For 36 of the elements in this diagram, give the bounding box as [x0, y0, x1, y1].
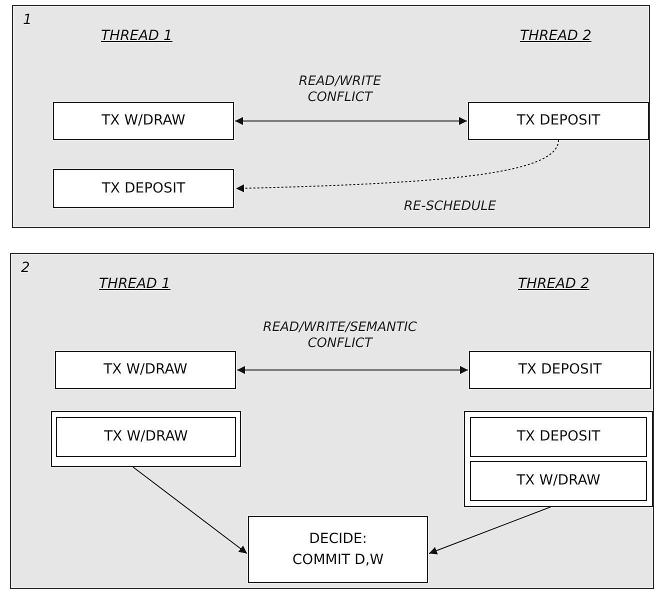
- box-label: TX DEPOSIT: [100, 179, 186, 198]
- thread-heading: THREAD 2: [518, 276, 590, 292]
- box-label: TX DEPOSIT: [516, 428, 602, 446]
- arrow: [234, 117, 468, 125]
- transaction-box: [470, 417, 647, 457]
- scenario-panel: [10, 253, 654, 589]
- group-box: [51, 411, 241, 467]
- transaction-box: [248, 516, 428, 583]
- box-label: TX W/DRAW: [102, 360, 188, 380]
- edge-label: RE-SCHEDULE: [402, 199, 498, 216]
- transaction-box: [55, 351, 236, 389]
- panel-number: 1: [23, 12, 32, 28]
- transaction-box: [469, 351, 651, 389]
- edge-label: READ/WRITE CONFLICT: [298, 74, 382, 106]
- box-label: TX W/DRAW: [103, 428, 189, 446]
- transaction-box: [470, 461, 647, 501]
- dotted-arrow: [236, 140, 559, 192]
- transaction-box: [468, 102, 649, 140]
- thread-heading: THREAD 1: [101, 28, 172, 44]
- panel-number: 2: [21, 260, 30, 276]
- thread-heading: THREAD 1: [99, 276, 170, 292]
- arrow: [236, 366, 468, 374]
- arrow: [428, 506, 551, 554]
- box-label: TX DEPOSIT: [517, 360, 603, 380]
- box-label: TX W/DRAW: [516, 472, 602, 490]
- box-label: TX W/DRAW: [100, 112, 186, 130]
- scenario-panel: [12, 5, 650, 228]
- box-label: DECIDE: COMMIT D,W: [291, 530, 385, 570]
- transaction-box: [53, 169, 234, 208]
- transaction-box: [53, 102, 234, 140]
- thread-heading: THREAD 2: [520, 28, 592, 44]
- edge-label: READ/WRITE/SEMANTIC CONFLICT: [262, 320, 418, 352]
- arrow: [132, 466, 248, 554]
- box-label: TX DEPOSIT: [516, 112, 602, 130]
- transaction-box: [56, 417, 236, 457]
- group-box: [464, 411, 653, 507]
